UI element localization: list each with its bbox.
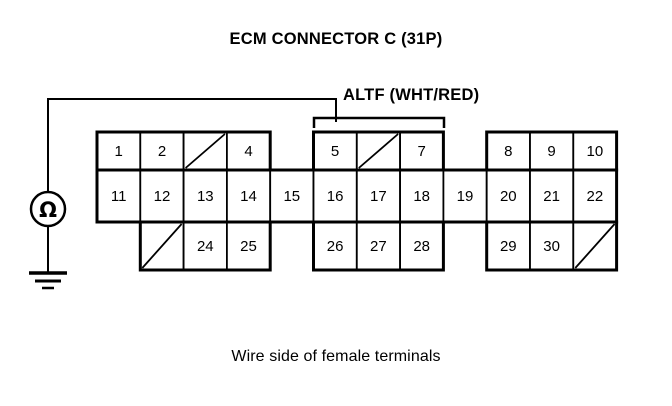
connector-block-outline (485, 220, 619, 272)
terminal-number: 17 (370, 188, 387, 205)
terminal-number: 10 (587, 143, 604, 160)
terminal-number: 27 (370, 238, 387, 255)
terminal-cell: 5 (312, 131, 358, 171)
terminal-cell: 12 (139, 169, 185, 223)
terminal-cell: 10 (572, 131, 618, 171)
terminal-cell-blocked (139, 221, 185, 271)
terminal-cell: 4 (225, 131, 272, 171)
terminal-cell: 2 (139, 131, 185, 171)
terminal-cell: 13 (182, 169, 228, 223)
terminal-number: 19 (457, 188, 474, 205)
terminal-number: 5 (331, 143, 339, 160)
terminal-number: 30 (543, 238, 560, 255)
connector-block-outline (138, 220, 272, 272)
omega-icon: Ω (39, 198, 57, 222)
terminal-cell: 1 (96, 131, 142, 171)
terminal-number: 16 (327, 188, 344, 205)
terminal-cell: 24 (182, 221, 228, 271)
altf-wire-label: ALTF (WHT/RED) (343, 86, 480, 104)
terminal-cell: 16 (312, 169, 358, 223)
terminal-number: 8 (504, 143, 512, 160)
terminal-number: 9 (547, 143, 555, 160)
terminal-number: 2 (158, 143, 166, 160)
terminal-cell: 20 (485, 169, 531, 223)
terminal-cell: 9 (529, 131, 575, 171)
terminal-number: 12 (154, 188, 171, 205)
terminal-number: 29 (500, 238, 517, 255)
ground-icon (29, 271, 67, 290)
terminal-cell: 8 (485, 131, 531, 171)
terminal-cell: 25 (225, 221, 272, 271)
terminal-number: 22 (587, 188, 604, 205)
figure-caption: Wire side of female terminals (231, 348, 441, 365)
terminal-number: 24 (197, 238, 214, 255)
terminal-number: 28 (413, 238, 430, 255)
terminal-cell: 28 (399, 221, 445, 271)
terminal-cell: 14 (225, 169, 272, 223)
terminal-cell: 11 (96, 169, 142, 223)
terminal-number: 15 (283, 188, 300, 205)
probe-lead-wire (47, 98, 337, 192)
terminal-cell: 18 (399, 169, 445, 223)
terminal-number: 11 (111, 188, 127, 205)
page-title: ECM CONNECTOR C (31P) (229, 30, 443, 48)
connector-block-outline (312, 220, 445, 272)
terminal-number: 25 (240, 238, 257, 255)
terminal-cell: 19 (442, 169, 488, 223)
terminal-number: 13 (197, 188, 214, 205)
terminal-cell: 30 (529, 221, 575, 271)
terminal-cell: 21 (529, 169, 575, 223)
terminal-cell: 17 (355, 169, 401, 223)
terminal-number: 26 (327, 238, 344, 255)
terminal-cell: 29 (485, 221, 531, 271)
terminal-cell: 22 (572, 169, 618, 223)
terminal-cell: 7 (399, 131, 445, 171)
terminal-number: 20 (500, 188, 517, 205)
terminal-number: 18 (413, 188, 430, 205)
terminal-number: 14 (240, 188, 257, 205)
terminal-cell-blocked (355, 131, 401, 171)
probe-connection-bracket (312, 116, 446, 128)
ohmmeter-symbol: Ω (29, 190, 67, 272)
terminal-cell: 26 (312, 221, 358, 271)
terminal-number: 4 (244, 143, 252, 160)
terminal-cell: 27 (355, 221, 401, 271)
terminal-number: 21 (543, 188, 560, 205)
terminal-number: 7 (418, 143, 426, 160)
terminal-cell-blocked (572, 221, 618, 271)
terminal-cell-blocked (182, 131, 228, 171)
terminal-number: 1 (115, 143, 123, 160)
terminal-cell: 15 (269, 169, 315, 223)
